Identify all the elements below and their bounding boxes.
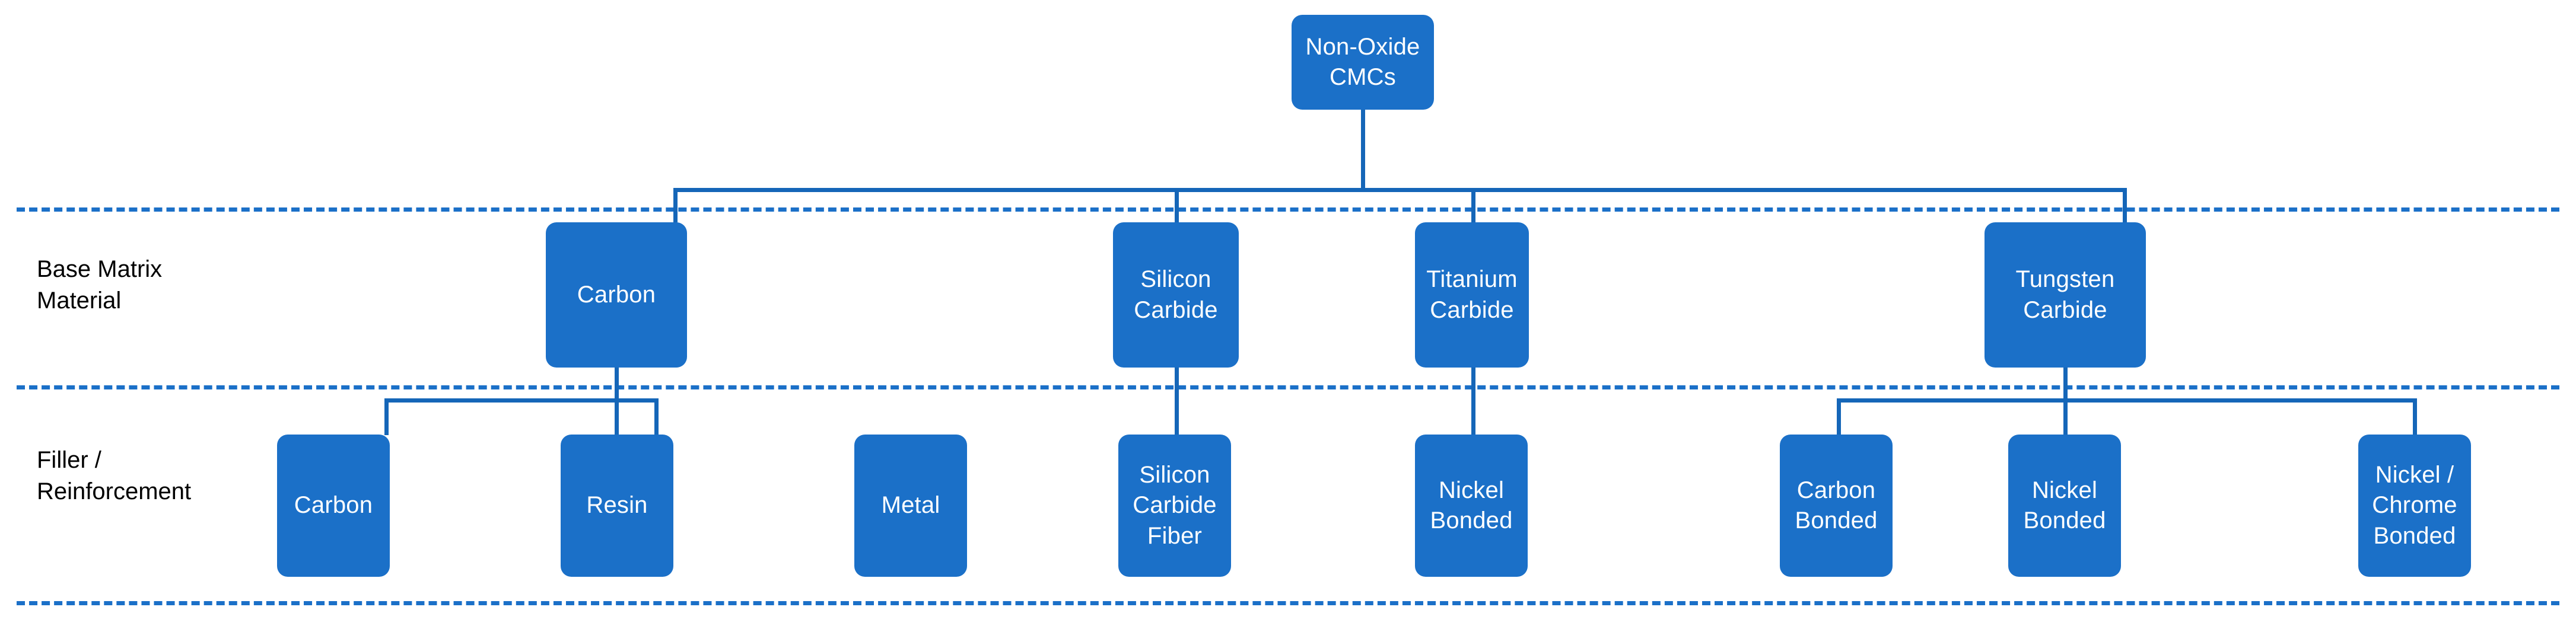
connector-drop-nickel-bonded-wc [2063,398,2068,435]
connector-drop-tungsten-carbide [2123,188,2127,222]
node-metal[interactable]: Metal [854,435,967,577]
connector-drop-titanium-carbide [1471,188,1475,222]
connector-drop-carbon-bonded [1837,398,1841,435]
separator-middle [17,385,2559,389]
connector-stem-silicon-carbide [1175,368,1179,435]
connector-bus-carbon [384,398,659,403]
separator-top [17,207,2559,212]
connector-drop-nickel-chrome-bonded [2413,398,2417,435]
connector-root-stem [1361,110,1365,190]
connector-level1-bus [673,188,2127,192]
node-label: Carbon [294,492,373,519]
node-resin[interactable]: Resin [561,435,673,577]
node-carbon[interactable]: Carbon [546,222,687,368]
node-label: Resin [586,492,648,519]
node-carbon-filler[interactable]: Carbon [277,435,390,577]
separator-bottom [17,601,2559,605]
connector-stem-carbon [615,368,619,400]
row-label-filler-reinforcement: Filler /Reinforcement [37,447,192,504]
connector-stem-tungsten-carbide [2063,368,2068,400]
connector-bus-tungsten-carbide [1837,398,2417,403]
connector-drop-resin [615,398,619,435]
node-label: Carbon [577,281,656,308]
connector-drop-carbon-filler [384,398,389,435]
connector-stem-titanium-carbide [1471,368,1475,435]
connector-drop-metal [654,398,659,435]
connector-drop-silicon-carbide [1175,188,1179,222]
node-label: Metal [881,492,940,519]
connector-drop-carbon [673,188,678,222]
